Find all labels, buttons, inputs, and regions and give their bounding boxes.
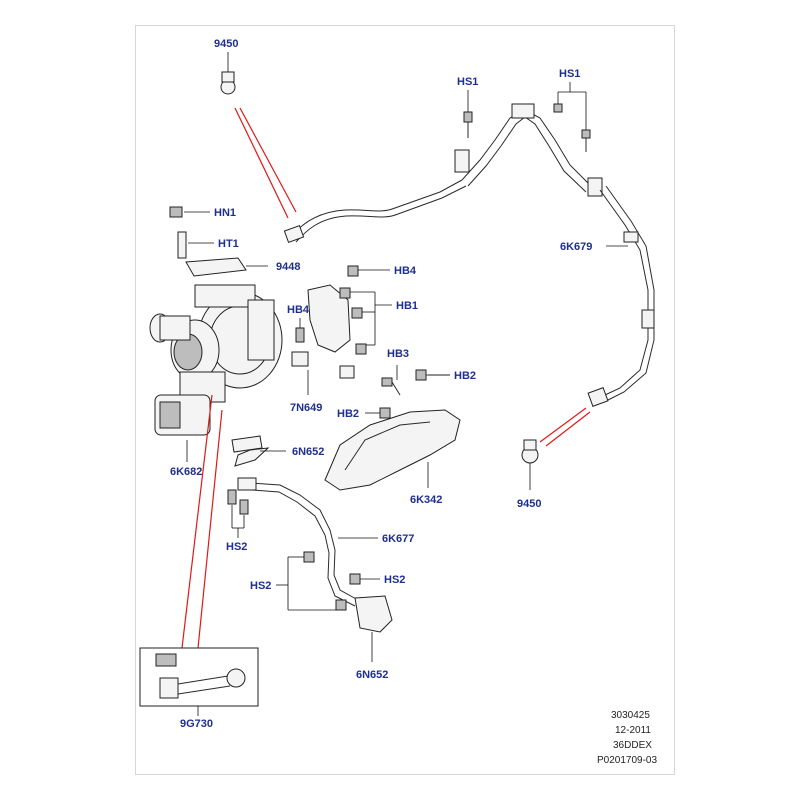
footer-line-1: 3030425 [611,710,650,721]
label-6k679: 6K679 [560,241,592,253]
bolt-hb4-b [295,318,305,343]
gasket-9450-bottom [521,439,539,490]
footer-line-3: 36DDEX [613,740,652,751]
label-6n652-b: 6N652 [356,669,388,681]
label-hb1: HB1 [396,300,418,312]
bolts-hs2-left [227,489,249,538]
label-hb2-a: HB2 [454,370,476,382]
bolt-hb4-a [347,265,390,277]
footer-line-2: 12-2011 [615,725,651,736]
bolt-hs2-right [349,573,380,585]
label-9g730: 9G730 [180,718,213,730]
bolt-hb2-b [365,407,391,419]
bracket-hb [291,284,355,379]
bolts-hs2-lower [276,551,347,611]
stud-ht1 [177,231,214,259]
label-hb4-b: HB4 [287,304,310,316]
label-hb3: HB3 [387,348,409,360]
label-9450-top: 9450 [214,38,238,50]
bolt-hs1-a [463,90,473,138]
label-6k342: 6K342 [410,494,442,506]
red-leader-9g730-1 [181,394,213,649]
red-leader-top-2 [239,107,297,213]
label-hs1-b: HS1 [559,68,580,80]
label-hs1-a: HS1 [457,76,478,88]
inset-9g730 [139,647,259,716]
turbocharger [149,284,283,436]
bolts-hb1 [339,287,392,355]
label-7n649: 7N649 [290,402,322,414]
label-ht1: HT1 [218,238,239,250]
label-9448: 9448 [276,261,300,273]
bolt-hs1-b [553,82,591,152]
label-9450-bottom: 9450 [517,498,541,510]
label-hb2-b: HB2 [337,408,359,420]
heat-shield-6k342 [324,409,461,491]
red-leader-top-1 [234,107,289,219]
red-leader-bottom-1 [539,407,587,443]
label-6k682: 6K682 [170,466,202,478]
label-6n652-a: 6N652 [292,446,324,458]
label-hs2-a: HS2 [226,541,247,553]
gasket-9450-top [220,52,236,95]
bolt-hb3 [381,365,401,396]
nut-hn1 [169,206,210,218]
label-hb4-a: HB4 [394,265,417,277]
footer-line-4: P0201709-03 [597,755,657,766]
label-hn1: HN1 [214,207,236,219]
red-leader-9g730-2 [197,409,223,649]
label-hs2-c: HS2 [250,580,271,592]
label-hs2-b: HS2 [384,574,405,586]
oil-pipe-6k677 [231,435,393,633]
label-6k677: 6K677 [382,533,414,545]
upper-pipe-assembly [283,103,655,407]
red-leader-bottom-2 [545,411,591,447]
gasket-9448 [185,257,268,277]
